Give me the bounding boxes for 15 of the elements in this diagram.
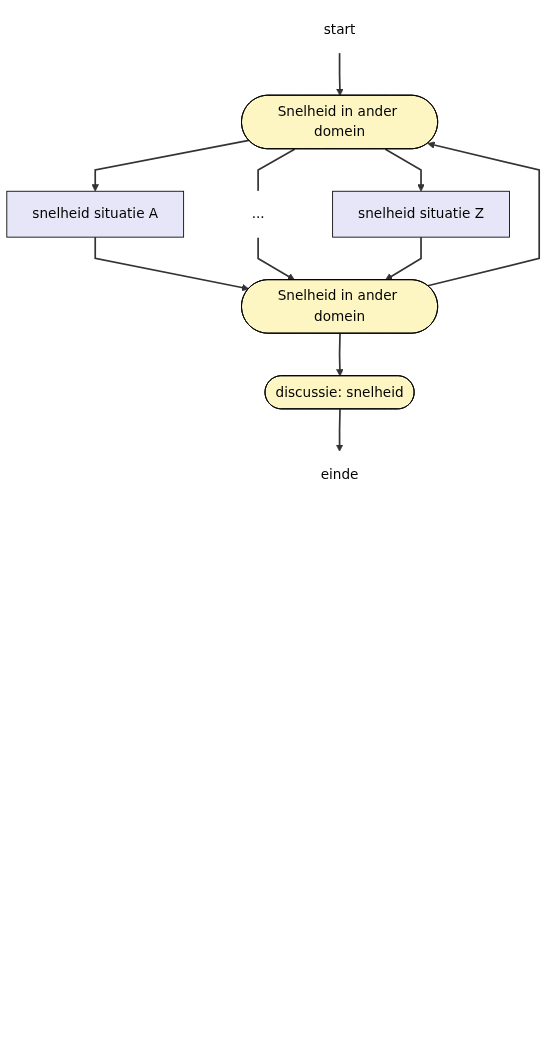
arrow	[336, 332, 344, 377]
node-box: snelheid situatie Z	[332, 190, 510, 238]
arrow	[336, 51, 344, 96]
arrow	[257, 236, 295, 281]
connector	[257, 148, 296, 193]
arrow	[335, 408, 344, 452]
node-text: einde	[320, 465, 359, 482]
arrow	[385, 236, 422, 281]
node-text: start	[323, 21, 356, 38]
node-box: snelheid situatie A	[6, 190, 185, 238]
arrow	[426, 141, 541, 287]
arrow	[91, 139, 250, 192]
node-text: ...	[251, 205, 265, 222]
arrow	[384, 148, 425, 192]
arrow	[94, 236, 250, 292]
